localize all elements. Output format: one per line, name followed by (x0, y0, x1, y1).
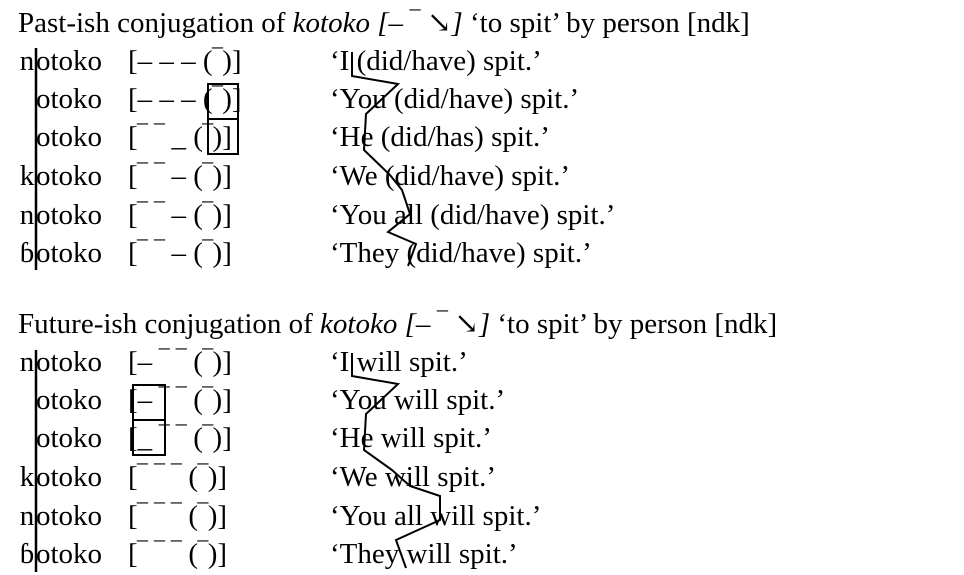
past-row-4-tones: [‾ ‾ – (‾)] (128, 160, 232, 192)
past-row-3-subject: ‘He (330, 121, 374, 153)
past-row-1-form: notoko (18, 42, 128, 80)
future-row-2-gloss: ‘You will spit.’ (330, 381, 505, 419)
past-row-3-rest: (did/has) spit.’ (373, 121, 550, 153)
future-row-1-tones: [– ‾ ‾ (‾)] (128, 346, 232, 378)
past-row-4-rest: (did/have) spit.’ (377, 160, 571, 192)
past-row-5-form: notoko (18, 196, 128, 234)
future-row-4-tones: [‾ ‾ ‾ (‾)] (128, 461, 228, 493)
future-row-5-initial: n (19, 500, 35, 532)
past-row-1-rest: (did/have) spit.’ (349, 45, 542, 77)
past-row-5-tones: [‾ ‾ – (‾)] (128, 199, 232, 231)
past-row-1-initial: n (19, 45, 35, 77)
future-row-1-initial: n (19, 346, 35, 378)
future-row-4-subject: ‘We (330, 461, 378, 493)
past-row-6-subject: ‘They (330, 237, 400, 269)
future-row-4-form: kotoko (18, 458, 128, 496)
future-title: Future-ish conjugation of kotoko [– ‾ ↘]… (18, 305, 777, 343)
future-row-4-initial: k (19, 461, 35, 493)
future-row-2-subject: ‘You (330, 384, 387, 416)
past-row-6-rest: (did/have) spit.’ (399, 237, 592, 269)
future-row-6-initial: ɓ (19, 538, 35, 570)
future-row-1-rest: will spit.’ (349, 346, 468, 378)
future-row-4-rest: will spit.’ (377, 461, 496, 493)
future-row-3-rest: will spit.’ (373, 422, 492, 454)
future-row-4-gloss: ‘We will spit.’ (330, 458, 496, 496)
future-row-3-subject: ‘He (330, 422, 374, 454)
past-row-6-stem: otoko (36, 237, 103, 269)
past-row-2-tones: [– – – (‾)] (128, 83, 242, 115)
past-row-6-initial: ɓ (19, 237, 35, 269)
past-row-5-gloss: ‘You all (did/have) spit.’ (330, 196, 615, 234)
future-row-5-tones: [‾ ‾ ‾ (‾)] (128, 500, 228, 532)
past-row-3-gloss: ‘He (did/has) spit.’ (330, 118, 550, 156)
future-row-1-gloss: ‘I will spit.’ (330, 343, 468, 381)
past-row-2-stem: otoko (36, 83, 103, 115)
future-row-2-tones: [– ‾ ‾ (‾)] (128, 384, 232, 416)
future-row-1-stem: otoko (36, 346, 103, 378)
future-title-word: kotoko (320, 308, 398, 340)
future-row-5-stem: otoko (36, 500, 103, 532)
future-row-4-stem: otoko (36, 461, 103, 493)
future-row-6-subject: ‘They (330, 538, 400, 570)
past-row-3-tones: [‾ ‾ _ (‾)] (128, 121, 232, 153)
future-row-3-stem: otoko (36, 422, 103, 454)
future-row-2-rest: will spit.’ (386, 384, 506, 416)
past-row-3-form: otoko (18, 118, 128, 156)
future-row-1-form: notoko (18, 343, 128, 381)
past-row-2-subject: ‘You (330, 83, 387, 115)
future-row-5-subject: ‘You all (330, 500, 423, 532)
past-row-4-gloss: ‘We (did/have) spit.’ (330, 157, 570, 195)
future-row-5-rest: will spit.’ (422, 500, 542, 532)
past-row-1-tones: [– – – (‾)] (128, 45, 242, 77)
future-row-3-form: otoko (18, 419, 128, 457)
past-row-2-rest: (did/have) spit.’ (386, 83, 580, 115)
past-row-1-stem: otoko (36, 45, 103, 77)
past-row-6-tones: [‾ ‾ – (‾)] (128, 237, 232, 269)
past-row-6-gloss: ‘They (did/have) spit.’ (330, 234, 592, 272)
future-row-3-tones: [_ ‾ ‾ (‾)] (128, 422, 232, 454)
future-row-2-form: otoko (18, 381, 128, 419)
past-row-4-initial: k (19, 160, 35, 192)
future-title-tones: [– ‾ ↘] (397, 308, 491, 340)
future-row-6-stem: otoko (36, 538, 103, 570)
future-row-3-gloss: ‘He will spit.’ (330, 419, 492, 457)
past-row-5-rest: (did/have) spit.’ (422, 199, 616, 231)
future-row-6-tones: [‾ ‾ ‾ (‾)] (128, 538, 228, 570)
past-row-5-stem: otoko (36, 199, 103, 231)
past-title-word: kotoko (292, 7, 370, 39)
past-title: Past-ish conjugation of kotoko [– ‾ ↘] ‘… (18, 4, 750, 42)
past-row-4-stem: otoko (36, 160, 103, 192)
future-row-6-form: ɓotoko (18, 535, 128, 573)
past-title-tones: [– ‾ ↘] (369, 7, 463, 39)
past-title-prefix: Past-ish conjugation of (18, 7, 293, 39)
future-row-1-subject: ‘I (330, 346, 350, 378)
past-row-5-subject: ‘You all (330, 199, 423, 231)
past-title-gloss: ‘to spit’ by person [ndk] (462, 7, 750, 39)
past-row-4-form: kotoko (18, 157, 128, 195)
past-row-2-gloss: ‘You (did/have) spit.’ (330, 80, 579, 118)
past-row-6-form: ɓotoko (18, 234, 128, 272)
past-row-3-stem: otoko (36, 121, 103, 153)
past-row-4-subject: ‘We (330, 160, 378, 192)
future-title-prefix: Future-ish conjugation of (18, 308, 321, 340)
past-row-1-gloss: ‘I (did/have) spit.’ (330, 42, 542, 80)
future-row-6-rest: will spit.’ (399, 538, 518, 570)
past-row-2-form: otoko (18, 80, 128, 118)
past-row-1-subject: ‘I (330, 45, 350, 77)
future-row-5-gloss: ‘You all will spit.’ (330, 497, 541, 535)
future-row-6-gloss: ‘They will spit.’ (330, 535, 518, 573)
future-row-2-stem: otoko (36, 384, 103, 416)
future-row-5-form: notoko (18, 497, 128, 535)
future-title-gloss: ‘to spit’ by person [ndk] (490, 308, 778, 340)
past-row-5-initial: n (19, 199, 35, 231)
